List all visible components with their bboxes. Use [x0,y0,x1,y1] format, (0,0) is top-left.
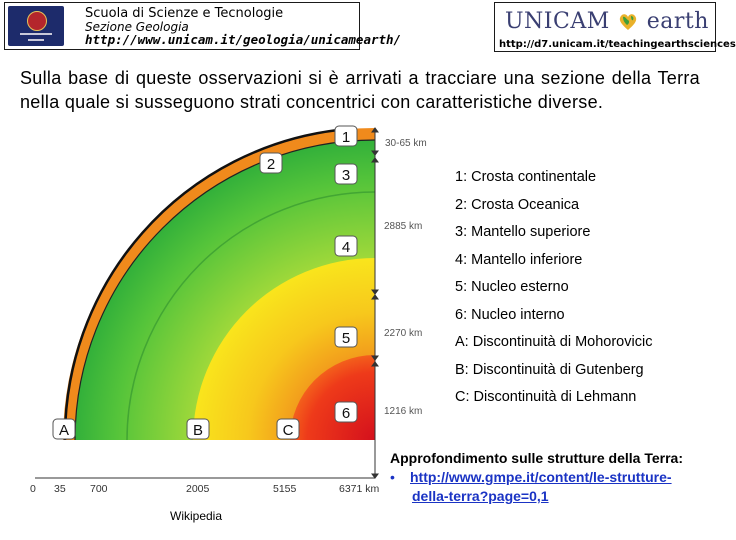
depth-tick: 2005 [186,483,210,495]
legend-item: 6: Nucleo interno [455,306,565,323]
thickness-label: 30-65 km [385,138,427,149]
section-name: Sezione Geologia [85,20,189,34]
institution-text: Scuola di Scienze e Tecnologie Sezione G… [85,7,401,47]
unicam-logo [8,6,64,46]
legend-item: 3: Mantello superiore [455,224,591,240]
crust-outline [63,128,339,441]
earth-icon [620,14,637,30]
image-credit: Wikipedia [170,509,223,523]
svg-text:4: 4 [342,239,350,256]
svg-text:3: 3 [342,167,350,184]
thickness-arrows [371,127,379,479]
further-reading-link[interactable]: http://www.gmpe.it/content/le-strutture- [410,469,672,485]
depth-tick: 0 [30,483,36,495]
brand-left: UNICAM [505,9,610,34]
layer-marker-1: 1 [334,125,358,147]
logo-divider [28,39,44,41]
upper-mantle-boundary [126,191,376,441]
intro-paragraph: Sulla base di queste osservazioni si è a… [20,66,700,114]
svg-text:C: C [283,422,294,439]
depth-tick: 5155 [273,483,297,495]
boundary-marker-a: A [52,418,76,440]
intro-line-2: nella quale si susseguono strati concent… [20,92,604,112]
legend-item: A: Discontinuità di Mohorovicic [455,334,653,350]
brand-logo: UNICAM earth [505,9,709,34]
institution-name: Scuola di Scienze e Tecnologie [85,6,284,21]
earth-section-diagram: 30-65 km 2885 km 2270 km 1216 km 0 35 70… [30,125,427,495]
depth-tick: 700 [90,483,108,495]
legend-item: 5: Nucleo esterno [455,279,569,295]
layer-marker-3: 3 [334,163,358,185]
boundary-marker-c: C [276,418,300,440]
institution-header: Scuola di Scienze e Tecnologie Sezione G… [4,2,401,50]
further-reading-title: Approfondimento sulle strutture della Te… [390,450,683,466]
thickness-label: 2270 km [384,328,422,339]
brand-url[interactable]: http://d7.unicam.it/teachingearthscience… [499,39,736,50]
seal-icon [27,11,47,31]
layer-marker-2: 2 [259,152,283,174]
layer-legend: 1: Crosta continentale 2: Crosta Oceanic… [455,166,652,414]
thickness-label: 1216 km [384,406,422,417]
svg-text:A: A [59,422,69,439]
depth-tick: 35 [54,483,66,495]
legend-item: B: Discontinuità di Gutenberg [455,361,644,378]
moho-line [74,139,376,441]
svg-text:1: 1 [342,129,350,146]
institution-url[interactable]: http://www.unicam.it/geologia/unicameart… [85,32,402,47]
layer-marker-6: 6 [334,401,358,423]
further-reading: Approfondimento sulle strutture della Te… [390,449,683,506]
depth-tick: 6371 km [339,483,380,495]
svg-text:5: 5 [342,330,350,347]
further-reading-link-cont[interactable]: della-terra?page=0,1 [412,488,549,504]
bullet: • [390,469,395,485]
logo-divider [20,33,52,35]
svg-text:B: B [193,422,203,439]
legend-item: C: Discontinuità di Lehmann [455,389,637,405]
layer-marker-5: 5 [334,326,358,348]
thickness-label: 2885 km [384,221,422,232]
intro-line-1: Sulla base di queste osservazioni si è a… [20,68,700,88]
svg-text:6: 6 [342,405,350,422]
svg-text:2: 2 [267,156,275,173]
brand-right: earth [646,9,709,34]
legend-item: 1: Crosta continentale [455,169,597,185]
legend-item: 4: Mantello inferiore [455,251,583,268]
layer-marker-4: 4 [334,235,358,257]
legend-item: 2: Crosta Oceanica [455,196,580,213]
boundary-marker-b: B [186,418,210,440]
brand-header: UNICAM earth http://d7.unicam.it/teachin… [494,2,736,52]
